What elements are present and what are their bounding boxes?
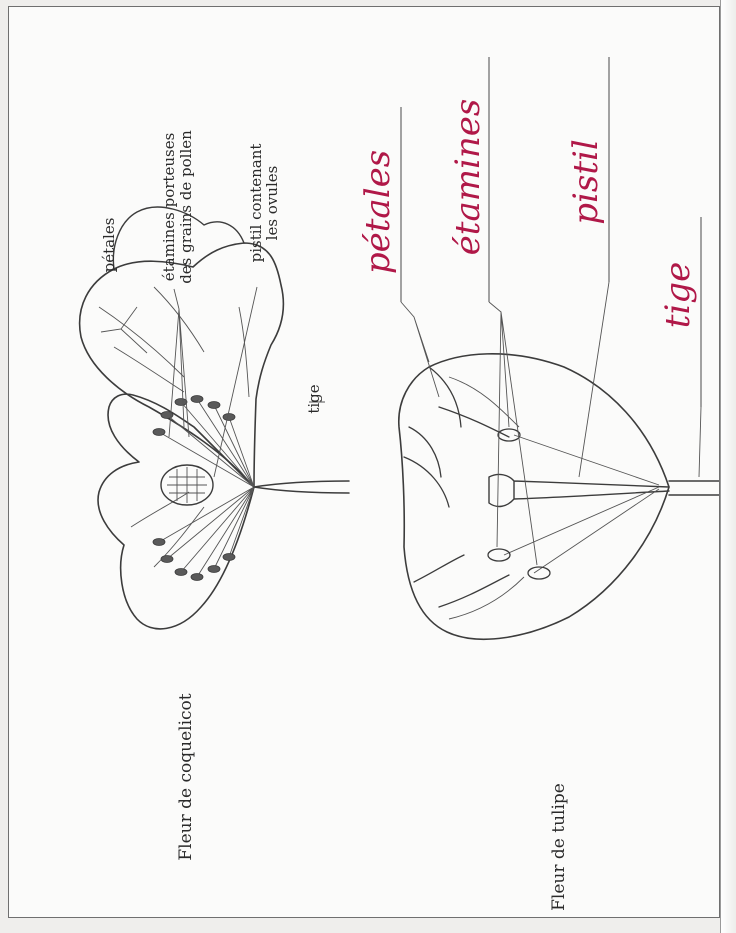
poppy-label-stamens-line1: étamines porteuses xyxy=(160,133,178,282)
tulip-diagram: pétales étamines pistil tige Fleur de tu… xyxy=(358,57,720,911)
tulip-stem xyxy=(669,481,720,495)
tulip-answer-petals: pétales xyxy=(358,150,398,274)
poppy-title: Fleur de coquelicot xyxy=(176,693,196,860)
poppy-diagram: pétales étamines porteuses des grains de… xyxy=(80,130,349,861)
poppy-petal-lower xyxy=(98,394,254,629)
worksheet-page: pétales étamines porteuses des grains de… xyxy=(8,6,720,918)
poppy-label-stamens-line2: des grains de pollen xyxy=(177,130,195,284)
tulip-pointer-lines xyxy=(401,282,701,565)
poppy-label-pistil-line2: les ovules xyxy=(263,166,281,241)
poppy-stem xyxy=(254,481,349,493)
tulip-answer-stem: tige xyxy=(658,262,698,328)
poppy-label-stem: tige xyxy=(305,384,323,413)
tulip-title: Fleur de tulipe xyxy=(549,783,569,911)
page-edge xyxy=(720,0,736,933)
tulip-stamens xyxy=(488,429,659,579)
tulip-answer-pistil: pistil xyxy=(566,139,606,225)
tulip-answer-lines xyxy=(401,57,701,407)
poppy-label-petals: pétales xyxy=(100,218,118,273)
poppy-stamens xyxy=(153,396,254,581)
tulip-answer-stamens: étamines xyxy=(448,99,488,256)
